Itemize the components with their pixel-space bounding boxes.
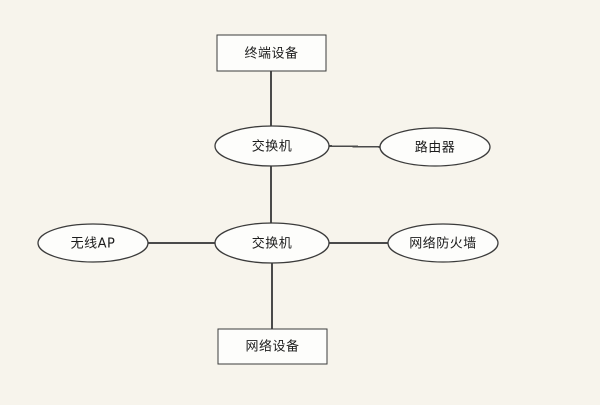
- switch-upper-shape[interactable]: [214, 125, 330, 167]
- terminal-device-shape[interactable]: [216, 34, 327, 72]
- wireless-ap-shape[interactable]: [37, 223, 149, 263]
- connector-switch-upper-to-router: [328, 145, 382, 148]
- network-device-shape[interactable]: [217, 328, 328, 365]
- node-wireless-ap[interactable]: 无线AP: [37, 223, 149, 263]
- node-switch-lower[interactable]: 交换机: [214, 222, 330, 264]
- network-firewall-shape[interactable]: [387, 223, 499, 263]
- node-network-device[interactable]: 网络设备: [217, 328, 328, 365]
- node-router[interactable]: 路由器: [379, 127, 491, 167]
- node-switch-upper[interactable]: 交换机: [214, 125, 330, 167]
- node-network-firewall[interactable]: 网络防火墙: [387, 223, 499, 263]
- node-terminal-device[interactable]: 终端设备: [216, 34, 327, 72]
- connector-layer: [148, 71, 389, 329]
- router-shape[interactable]: [379, 127, 491, 167]
- switch-lower-shape[interactable]: [214, 222, 330, 264]
